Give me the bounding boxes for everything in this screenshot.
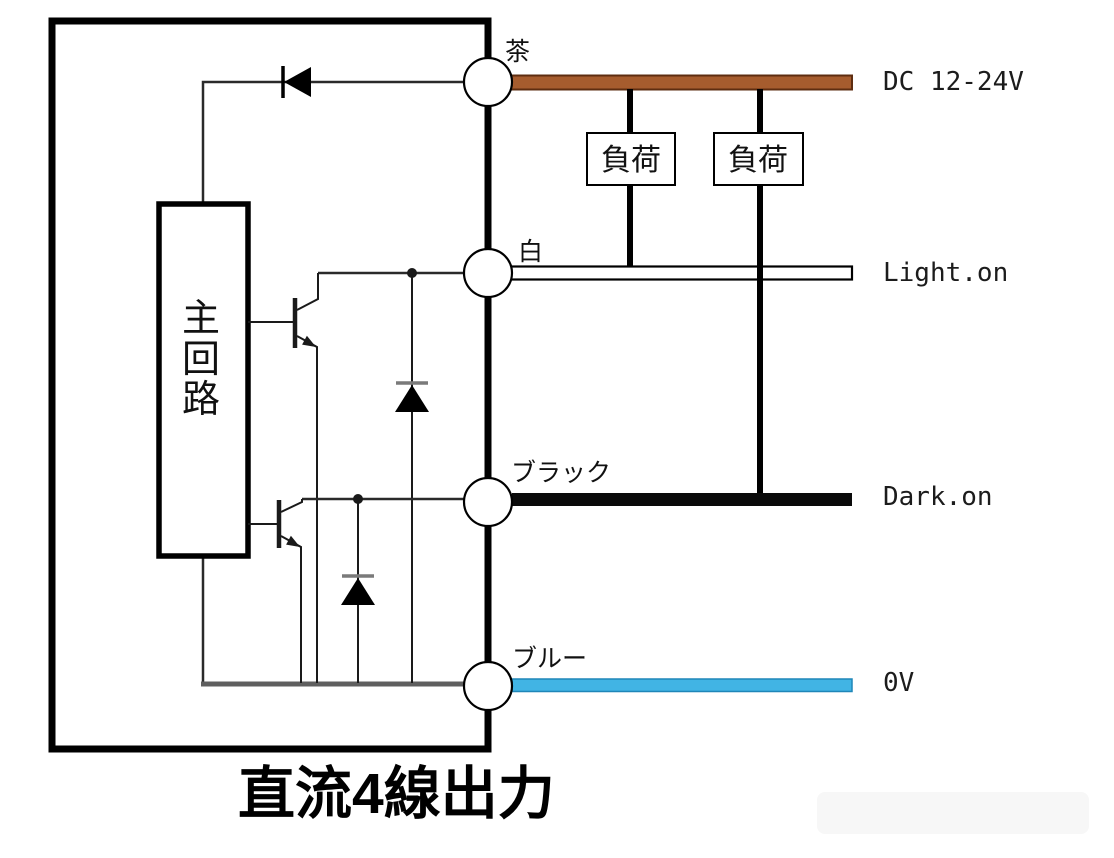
flyback-diode-1-triangle <box>395 385 429 412</box>
junction-dot-2 <box>353 494 363 504</box>
wire-black <box>512 493 852 506</box>
terminal-circle-blue <box>462 660 514 712</box>
flyback-diode-2-triangle <box>341 578 375 605</box>
label-light-on: Light.on <box>883 258 1008 288</box>
wire-white <box>509 265 854 281</box>
label-dark-on: Dark.on <box>883 482 993 512</box>
transistor-1 <box>248 273 319 683</box>
terminal-circle-black <box>462 476 514 528</box>
transistor-2-emitter-arrow-icon <box>286 535 300 547</box>
caption-text: 直流4線出力 <box>238 762 555 826</box>
transistor-2 <box>248 499 303 683</box>
main-circuit-box <box>156 201 251 559</box>
wire-brown <box>509 74 853 91</box>
reverse-protection-diode <box>281 66 311 98</box>
main-circuit-label-char-3: 路 <box>182 379 220 421</box>
terminal-circle-white <box>462 247 514 299</box>
transistor-2-emitter <box>280 535 302 683</box>
junction-dot-1 <box>407 268 417 278</box>
watermark <box>817 792 1089 834</box>
transistor-1-collector <box>296 273 319 311</box>
flyback-diode-2 <box>341 499 375 683</box>
transistor-1-emitter-arrow-icon <box>302 335 316 347</box>
wire-blue <box>511 678 853 693</box>
label-dc-voltage: DC 12-24V <box>883 67 1024 97</box>
load-label-2: 負荷 <box>728 144 788 177</box>
main-circuit-label-char-2: 回 <box>182 339 220 381</box>
terminal-label-black: ブラック <box>511 459 611 487</box>
load-box-2 <box>713 132 804 186</box>
terminal-circle-brown <box>462 56 514 108</box>
outer-enclosure-rect <box>48 17 492 753</box>
terminal-label-blue: ブルー <box>512 645 587 673</box>
terminal-label-brown: 茶 <box>505 38 530 66</box>
reverse-protection-diode-wire <box>201 80 464 204</box>
reverse-diode-triangle <box>284 67 311 97</box>
flyback-diode-1 <box>395 273 429 683</box>
terminal-label-white: 白 <box>518 238 543 266</box>
transistor-1-emitter <box>296 335 318 683</box>
label-0v: 0V <box>883 668 914 698</box>
transistor-2-collector <box>280 499 303 513</box>
load-box-1 <box>586 132 676 186</box>
load-label-1: 負荷 <box>601 144 661 177</box>
main-circuit-label-char-1: 主 <box>182 298 220 340</box>
